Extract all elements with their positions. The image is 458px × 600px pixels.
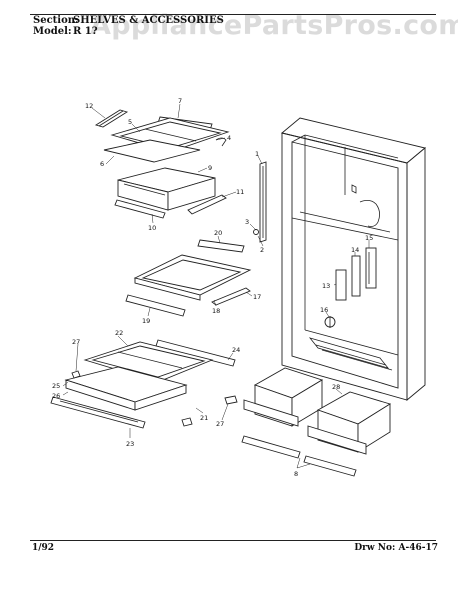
footer-rule: [30, 540, 436, 541]
section-heading: Section:SHELVES & ACCESSORIES: [33, 15, 224, 26]
callout-27-upper: 27: [72, 338, 80, 346]
callout-24: 24: [232, 346, 240, 354]
callout-8: 8: [294, 470, 298, 478]
callout-13: 13: [322, 282, 330, 290]
callout-12: 12: [85, 102, 93, 110]
crisper-cover-assembly: [50, 339, 238, 429]
model-heading: Model:R 1?: [33, 26, 98, 37]
model-value: R 1?: [73, 26, 98, 37]
callout-3: 3: [245, 218, 249, 226]
callout-18: 18: [212, 307, 220, 315]
callout-leaders: [62, 103, 370, 469]
callout-23: 23: [126, 440, 134, 448]
section-value: SHELVES & ACCESSORIES: [73, 15, 224, 26]
callout-22: 22: [115, 329, 123, 337]
middle-shelf-assembly: [125, 239, 252, 317]
refrigerator-cabinet: [281, 117, 426, 401]
callout-16: 16: [320, 306, 328, 314]
callout-27-lower: 27: [216, 420, 224, 428]
callout-2: 2: [260, 246, 264, 254]
callout-labels: 7 12 5 4 6 9 11 10 1 3 2 20 17 18 19 15 …: [52, 97, 373, 478]
callout-4: 4: [227, 134, 231, 142]
callout-1: 1: [255, 150, 259, 158]
callout-28: 28: [332, 383, 340, 391]
callout-20: 20: [214, 229, 222, 237]
callout-10: 10: [148, 224, 156, 232]
shelf-support-rail: [253, 161, 267, 243]
callout-5: 5: [128, 118, 132, 126]
callout-15: 15: [365, 234, 373, 242]
callout-26: 26: [52, 392, 60, 400]
callout-25: 25: [52, 382, 60, 390]
callout-21: 21: [200, 414, 208, 422]
callout-9: 9: [208, 164, 212, 172]
top-shelf-assembly: [94, 109, 230, 219]
footer-date: 1/92: [32, 543, 55, 553]
callout-19: 19: [142, 317, 150, 325]
callout-11: 11: [236, 188, 244, 196]
footer-drawing-number: Drw No: A-46-17: [354, 543, 438, 553]
callout-7: 7: [178, 97, 182, 105]
callout-6: 6: [100, 160, 104, 168]
section-label: Section:: [33, 15, 79, 26]
header-rule: [30, 14, 436, 15]
watermark: AppliancePartsPros.com: [90, 10, 458, 41]
crisper-drawers: [241, 367, 392, 477]
model-label: Model:: [33, 26, 72, 37]
callout-14: 14: [351, 246, 359, 254]
callout-17: 17: [253, 293, 261, 301]
